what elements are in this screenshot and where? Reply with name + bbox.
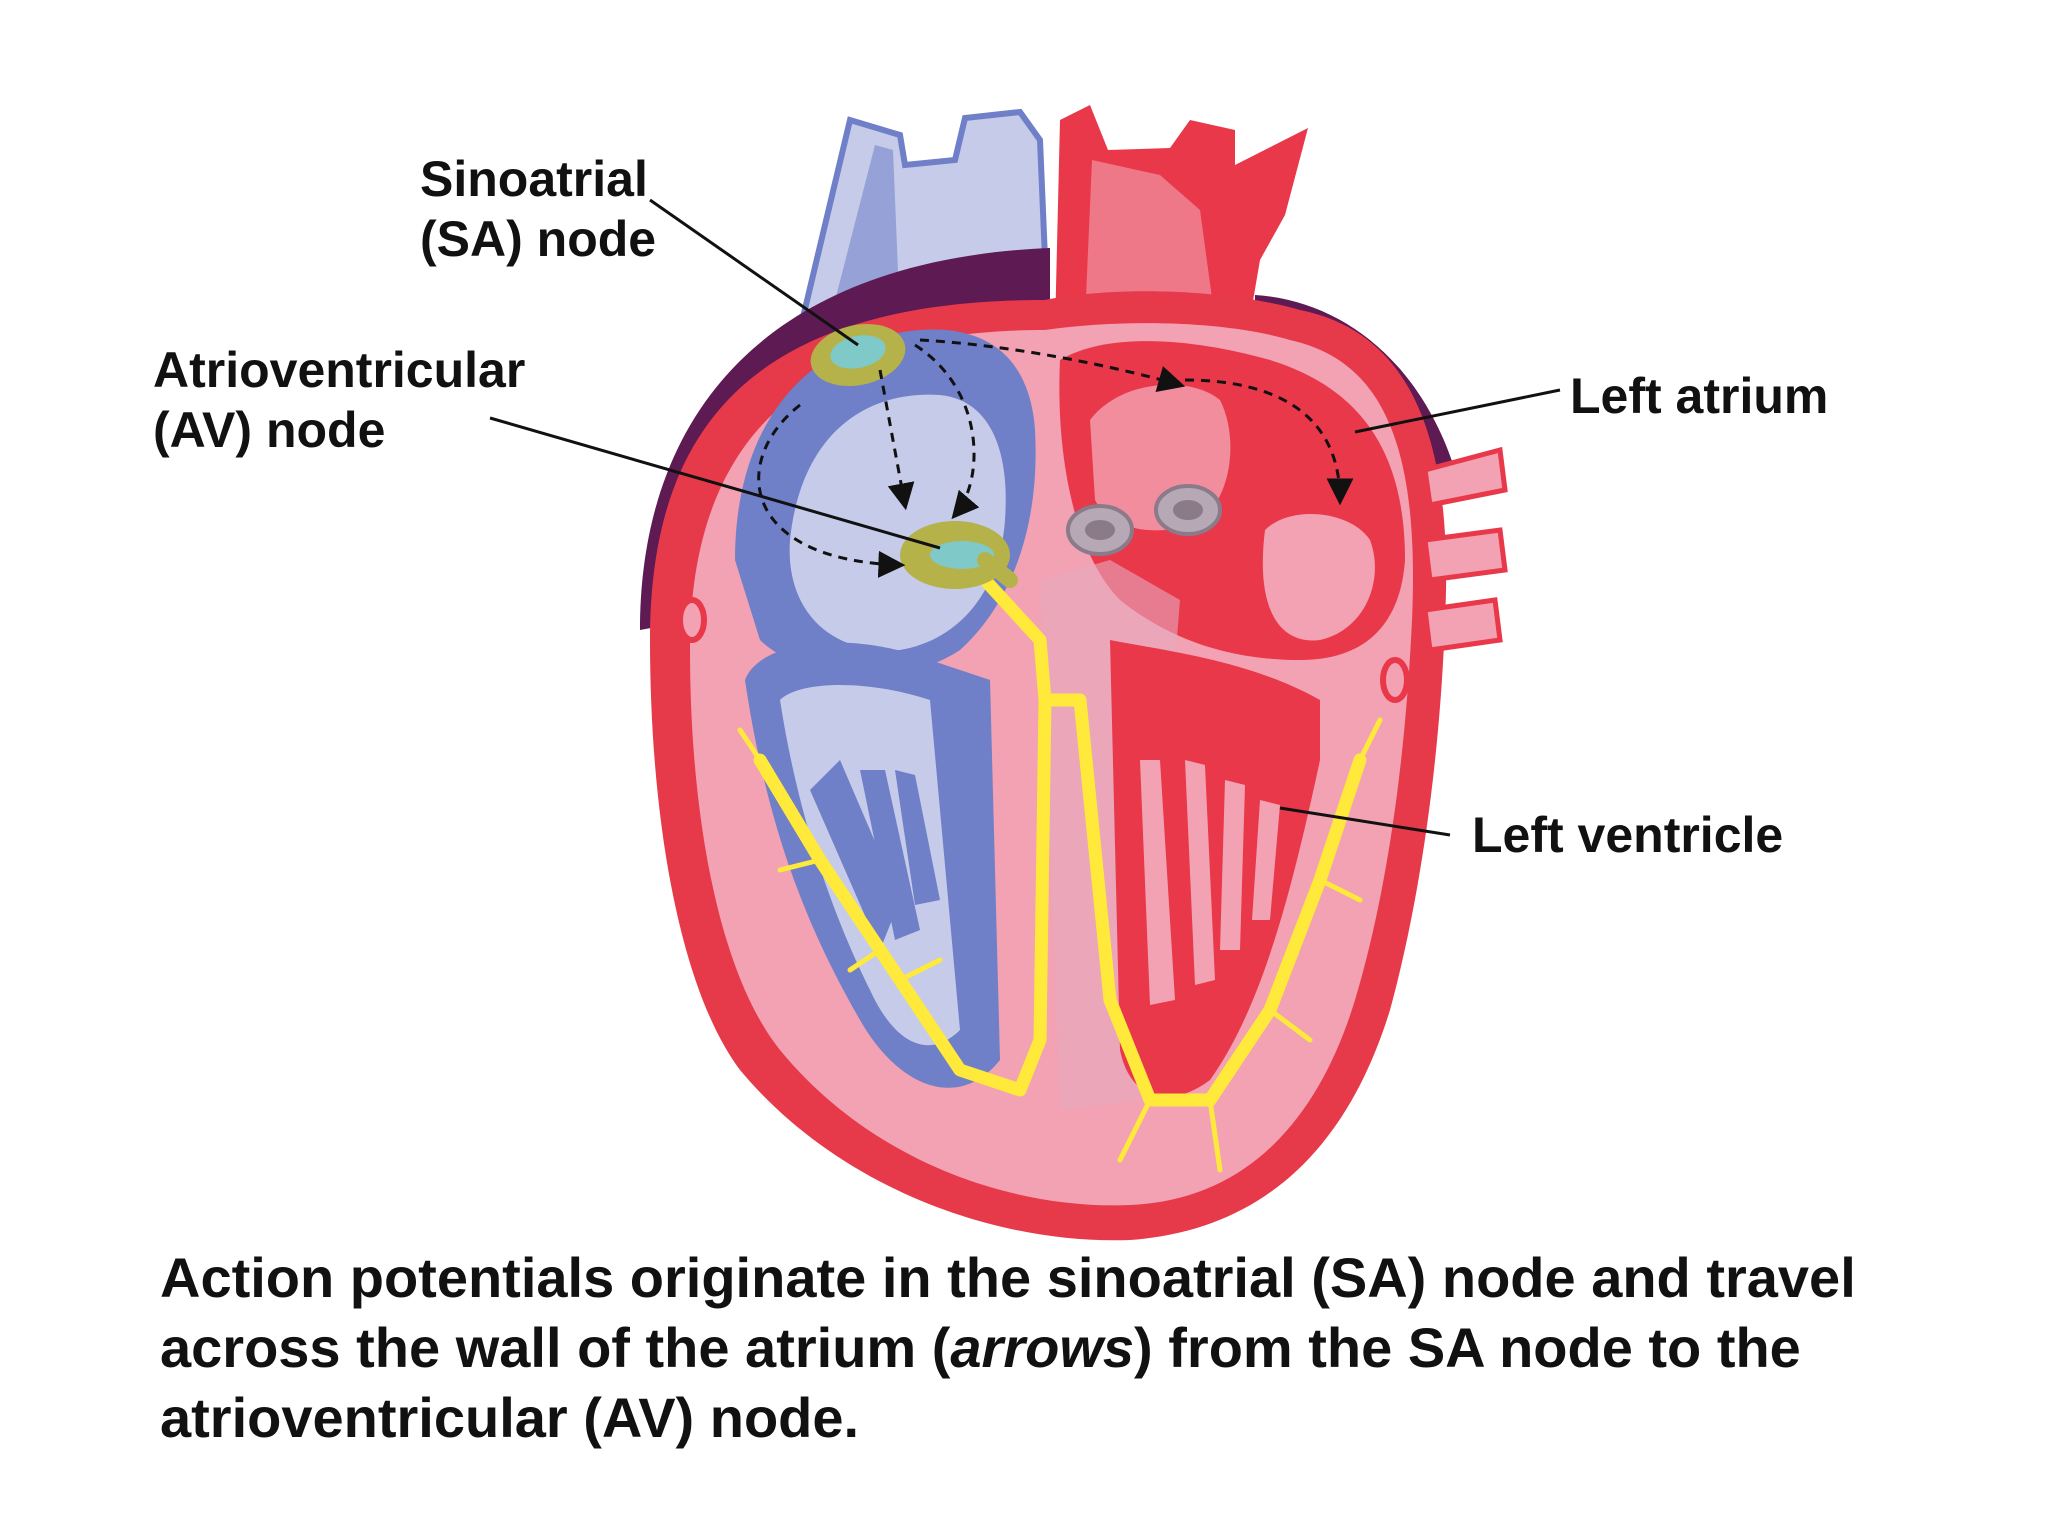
bundle-of-his: [978, 573, 1052, 707]
leader-lines: [489, 198, 1561, 837]
sa-node-leader: [649, 198, 859, 347]
caption-line2-after: ) from the SA node to the: [1134, 1316, 1801, 1379]
aorta-inner: [1085, 160, 1215, 320]
sa-node-label-line2: (SA) node: [420, 211, 656, 267]
left-bundle-branch: [1038, 693, 1367, 1107]
arrow-sa-to-left-atrium-1: [919, 338, 1186, 393]
sa-node-label: Sinoatrial (SA) node: [420, 151, 656, 267]
left-atrium-leader: [1354, 388, 1561, 434]
heart-illustration: [640, 105, 1508, 1241]
caption: Action potentials originate in the sinoa…: [160, 1246, 1856, 1449]
left-ventricle-trabeculae: [1140, 760, 1280, 1005]
av-node-label: Atrioventricular (AV) node: [153, 342, 525, 458]
av-node: [900, 521, 1018, 589]
left-atrium-cavity: [1262, 513, 1375, 641]
arrow-sa-to-av-left: [757, 403, 906, 578]
left-ventricle-label: Left ventricle: [1472, 807, 1783, 863]
semilunar-valves: [1066, 484, 1222, 556]
purkinje-fibers-right: [737, 727, 943, 983]
coronary-ring-left: [677, 597, 707, 643]
conduction-system: [737, 573, 1383, 1173]
caption-line2-before: across the wall of the atrium (: [160, 1316, 951, 1379]
arrow-sa-to-av-right: [914, 343, 980, 520]
caption-line2: across the wall of the atrium (arrows) f…: [160, 1316, 1801, 1379]
av-node-label-line2: (AV) node: [153, 402, 385, 458]
caption-line1: Action potentials originate in the sinoa…: [160, 1246, 1856, 1309]
coronary-ring-right: [1380, 657, 1410, 703]
purkinje-fibers-left: [1117, 717, 1383, 1173]
arrow-sa-to-av-direct: [878, 369, 915, 511]
left-atrium-label: Left atrium: [1570, 368, 1828, 424]
av-node-leader: [489, 416, 941, 550]
caption-line3: atrioventricular (AV) node.: [160, 1386, 859, 1449]
caption-line2-italic: arrows: [950, 1316, 1134, 1379]
vena-cava-inner: [830, 145, 900, 320]
av-node-label-line1: Atrioventricular: [153, 342, 525, 398]
sa-node-label-line1: Sinoatrial: [420, 151, 648, 207]
arrow-left-atrium-spread: [1184, 378, 1354, 506]
action-potential-arrows: [757, 338, 1354, 578]
pulmonary-veins: [1422, 446, 1508, 653]
left-ventricle-leader: [1279, 806, 1451, 837]
sa-node: [810, 324, 906, 386]
right-ventricle-trabeculae: [810, 760, 940, 950]
